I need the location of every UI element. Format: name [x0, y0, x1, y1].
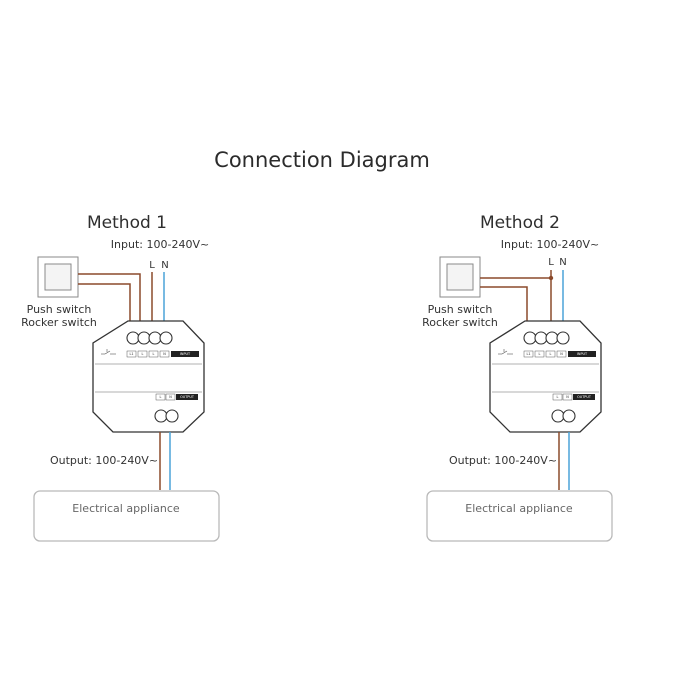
- method-1-input-wiring: [78, 272, 165, 328]
- method-2-input-terminal-label-box: [556, 350, 567, 358]
- method-1-output-badge-text: OUTPUT: [180, 395, 195, 399]
- method-1-input-terminal-n: N: [163, 352, 166, 356]
- method-1-title: Method 1: [87, 213, 167, 233]
- method-1-input-badge-text: INPUT: [180, 352, 191, 356]
- method-2-neutral-label: N: [559, 257, 566, 268]
- method-1-input-terminal-screw: [137, 331, 151, 345]
- method-1-input-terminal-screw: [126, 331, 140, 345]
- method-2-switch-button: [446, 263, 474, 291]
- method-2-output-terminal-screw: [562, 409, 576, 423]
- method-1-output-badge: [176, 394, 198, 400]
- method-2-input-terminal-label-box: [523, 350, 534, 358]
- method-1-push-switch-symbol-icon: [101, 349, 116, 355]
- method-2-input-terminal-screw: [556, 331, 570, 345]
- method-2-input-terminal-label-box: [534, 350, 545, 358]
- method-2-controller-module: L1 L L N INPUT L N OUTPUT: [489, 320, 602, 433]
- method-1-appliance-label: Electrical appliance: [72, 502, 180, 515]
- diagram-title: Connection Diagram: [214, 148, 430, 172]
- method-2-output-terminal-label-box: [552, 393, 563, 401]
- method-1-output-label: Output: 100-240V~: [50, 454, 158, 467]
- method-2-input-badge-text: INPUT: [577, 352, 588, 356]
- method-2-input-terminal-label-box: [545, 350, 556, 358]
- method-1-output-terminal-label-box: [165, 393, 176, 401]
- method-1-input-terminal-label-box: [126, 350, 137, 358]
- method-2-push-switch-symbol-icon: [498, 349, 513, 355]
- method-2-appliance-label: Electrical appliance: [465, 502, 573, 515]
- method-1-output-terminal-screw: [165, 409, 179, 423]
- method-1-diagram: Method 1 Input: 100-240V~ L N Push switc…: [21, 213, 220, 542]
- method-2-title: Method 2: [480, 213, 560, 233]
- method-2-live-junction: [548, 275, 554, 281]
- method-1-controller-module: L1 L L N INPUT L N OUTPUT: [92, 320, 205, 433]
- method-1-input-terminal-label-box: [148, 350, 159, 358]
- method-1-input-terminal-l: L: [142, 352, 144, 356]
- method-1-input-terminal-screw: [159, 331, 173, 345]
- method-2-output-terminal-screw: [551, 409, 565, 423]
- method-2-appliance-box: [426, 490, 613, 542]
- method-1-input-terminal-l: L: [153, 352, 155, 356]
- method-1-appliance-box: [33, 490, 220, 542]
- method-2-input-terminal-screw: [523, 331, 537, 345]
- method-1-input-badge: [171, 351, 199, 357]
- method-2-input-terminal-l1: L1: [526, 352, 530, 356]
- method-1-output-terminal-n: N: [169, 395, 172, 399]
- method-1-output-wiring: [159, 432, 171, 490]
- method-2-input-terminal-screw: [545, 331, 559, 345]
- method-2-switch-label-push: Push switch: [428, 303, 493, 316]
- method-1-switch-label-rocker: Rocker switch: [21, 316, 97, 329]
- method-2-module-body: [489, 320, 602, 433]
- method-2-input-terminal-n: N: [560, 352, 563, 356]
- method-1-input-label: Input: 100-240V~: [111, 238, 209, 251]
- method-1-switch: [37, 256, 79, 298]
- method-2-input-terminal-l: L: [539, 352, 541, 356]
- method-2-input-terminal-l: L: [550, 352, 552, 356]
- method-2-output-badge: [573, 394, 595, 400]
- method-2-input-wiring: [480, 270, 564, 328]
- method-2-switch-label-rocker: Rocker switch: [422, 316, 498, 329]
- method-1-output-terminal-label-box: [155, 393, 166, 401]
- method-2-output-badge-text: OUTPUT: [577, 395, 592, 399]
- method-1-input-terminal-label-box: [159, 350, 170, 358]
- method-1-input-terminal-label-box: [137, 350, 148, 358]
- method-2-live-label: L: [548, 257, 554, 268]
- method-1-live-label: L: [149, 260, 155, 271]
- method-1-wire-switch-top: [78, 273, 141, 328]
- method-2-output-terminal-n: N: [566, 395, 569, 399]
- method-1-input-terminal-l1: L1: [129, 352, 133, 356]
- method-2-output-wiring: [558, 432, 570, 490]
- method-2-output-terminal-label-box: [562, 393, 573, 401]
- method-2-diagram: Method 2 Input: 100-240V~ L N Push switc…: [422, 213, 613, 542]
- method-1-wire-switch-bottom: [78, 283, 131, 328]
- method-1-switch-label-push: Push switch: [27, 303, 92, 316]
- method-2-input-badge: [568, 351, 596, 357]
- method-1-input-terminal-screw: [148, 331, 162, 345]
- method-1-output-terminal-screw: [154, 409, 168, 423]
- method-2-input-label: Input: 100-240V~: [501, 238, 599, 251]
- method-1-output-terminal-l: L: [160, 395, 162, 399]
- method-2-wire-switch-to-l1: [480, 286, 528, 328]
- method-2-input-terminal-screw: [534, 331, 548, 345]
- method-2-output-terminal-l: L: [557, 395, 559, 399]
- method-2-output-label: Output: 100-240V~: [449, 454, 557, 467]
- method-2-switch: [439, 256, 481, 298]
- method-1-neutral-label: N: [161, 260, 168, 271]
- method-1-module-body: [92, 320, 205, 433]
- method-1-switch-button: [44, 263, 72, 291]
